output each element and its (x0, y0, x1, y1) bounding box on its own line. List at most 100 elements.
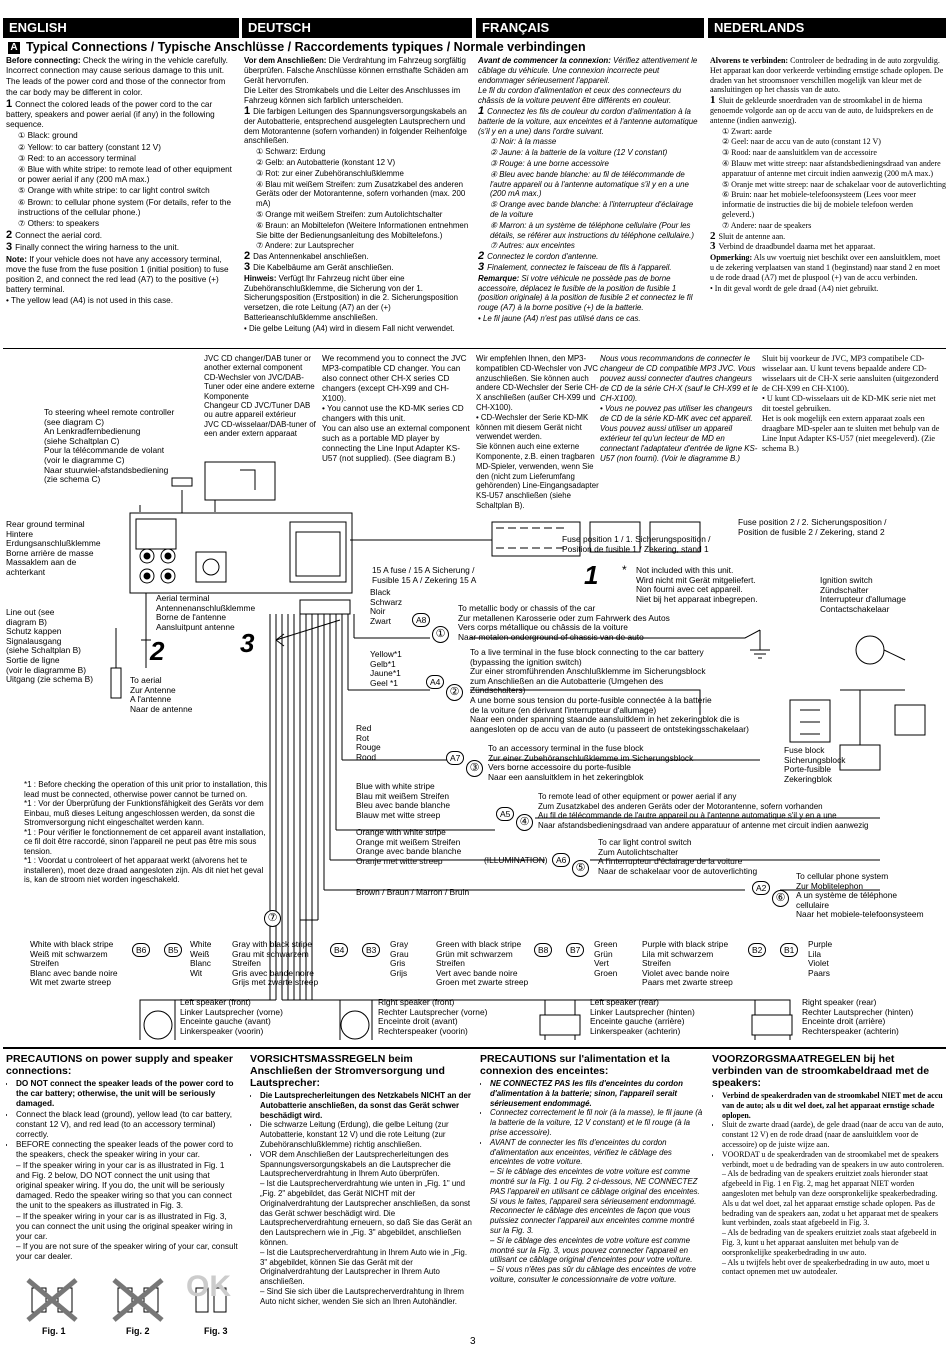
steering-label: To steering wheel remote controller (see… (44, 407, 175, 485)
precaution-item: Verbind de speakerdraden van de stroomka… (722, 1091, 946, 1120)
badge-a7: A7 (446, 748, 465, 766)
fig1-label: Fig. 1 (42, 1326, 66, 1336)
precaution-item: Die Lautsprecherleitungen des Netzkabels… (260, 1091, 474, 1120)
de-note-bold: Hinweis: (244, 273, 277, 283)
precaution-item: Connectez correctement le fil noir (à la… (490, 1108, 704, 1137)
en-intro2: The leads of the power cord and those of… (6, 77, 226, 97)
en-note-bold: Note: (6, 254, 27, 264)
fr-list-item: ⑤ Orange avec bande blanche: à l'interru… (490, 200, 694, 219)
nl-list-item: ③ Rood: naar de aansluitklem van de acce… (722, 148, 877, 158)
lang-header-francais: FRANÇAIS (476, 18, 704, 38)
en-step1: Connect the colored leads of the power c… (6, 99, 215, 130)
precaution-subitem: – Sind Sie sich über die Lautsprecherver… (260, 1286, 464, 1306)
fr-list-item: ④ Bleu avec bande blanche: au fil de tél… (490, 169, 689, 199)
precaution-subitem: – If you are not sure of the speaker wir… (16, 1242, 238, 1262)
step-3-marker: 3 (240, 628, 255, 658)
en-list-item: ② Yellow: to car battery (constant 12 V) (18, 142, 161, 152)
nl-step1: Sluit de gekleurde snoerdraden van de st… (710, 96, 934, 125)
changer-fr: Nous vous recommandons de connecter le c… (600, 354, 758, 463)
right-front-speaker-label: Right speaker (front) Rechter Lautsprech… (378, 997, 488, 1036)
circled-3: ③ (466, 758, 483, 777)
de-list-item: ③ Rot: zur einer Zubehöranschlußklemme (256, 168, 404, 178)
wiring-diagram (110, 461, 926, 1040)
nl-note: Als uw voertuig niet beschikt over een a… (710, 253, 941, 282)
fr-step3: Finalement, connectez le faisceau de fil… (487, 262, 672, 272)
precautions-fr-title: PRECAUTIONS sur l'alimentation et la con… (480, 1053, 670, 1077)
de-step1: Die farbigen Leitungen des Spannungsvers… (244, 106, 467, 146)
de-intro: Die Verdrahtung im Fahrzeug sorgfältig ü… (244, 56, 469, 85)
circled-7: ⑦ (264, 908, 281, 927)
fig2-label: Fig. 2 (126, 1326, 150, 1336)
en-note2: • The yellow lead (A4) is not used in th… (6, 296, 174, 306)
orange-wire-label: Orange with white stripe Orange mit weiß… (356, 827, 462, 866)
nl-step3: Verbind de draadbundel daarna met het ap… (718, 242, 876, 252)
black-wire-label: Black Schwarz Noir Zwart (370, 587, 403, 626)
blue-wire-destination: To remote lead of other equipment or pow… (538, 792, 869, 830)
section-letter: A (8, 41, 20, 54)
lf-stripe-wire: White with black stripe Weiß mit schwarz… (30, 939, 118, 988)
nl-list-item: ② Geel: naar de accu van de auto (consta… (722, 137, 881, 147)
precaution-subitem: – Als u twijfels hebt over de speakerbed… (722, 1257, 930, 1277)
precaution-item: Die schwarze Leitung (Erdung), die gelbe… (260, 1120, 474, 1149)
step-1-marker: 1 (584, 560, 599, 590)
section-title-text: Typical Connections / Typische Anschlüss… (26, 40, 586, 54)
red-wire-label: Red Rot Rouge Rood (356, 723, 381, 762)
precaution-item: BEFORE connecting the speaker leads of t… (16, 1140, 238, 1160)
rr-stripe-wire: Purple with black stripe Lila mit schwar… (642, 939, 733, 988)
red-wire-destination: To an accessory terminal in the fuse blo… (488, 743, 694, 782)
speaker-right-rear (751, 1014, 793, 1036)
changer-en: We recommend you to connect the JVC MP3-… (322, 354, 470, 463)
col-francais: Avant de commencer la connexion: Vérifie… (478, 56, 704, 346)
fr-note2: • Le fil jaune (A4) n'est pas utilisé da… (478, 313, 641, 323)
nl-note-bold: Opmerking: (710, 253, 753, 263)
brown-wire-label: Brown / Braun / Marron / Bruin (356, 887, 470, 897)
fr-intro2: Le fil du cordon d'alimentation et ceux … (478, 86, 682, 106)
precautions-english: PRECAUTIONS on power supply and speaker … (6, 1053, 238, 1315)
fr-list-item: ① Noir: à la masse (490, 137, 557, 147)
badge-b6: B6 (132, 940, 151, 958)
en-list: ① Black: ground ② Yellow: to car battery… (6, 131, 238, 229)
de-list-item: ⑤ Orange mit weißem Streifen: zum Autoli… (256, 209, 443, 219)
en-list-item: ⑤ Orange with white stripe: to car light… (18, 186, 210, 196)
de-intro2: Die Leiter des Stromkabels und die Leite… (244, 86, 461, 106)
badge-b7: B7 (566, 940, 585, 958)
col-nederlands: Alvorens te verbinden: Controleer de bed… (710, 56, 946, 293)
en-list-item: ① Black: ground (18, 131, 78, 141)
badge-b1: B1 (780, 940, 799, 958)
precaution-item: Connect the black lead (ground), yellow … (16, 1110, 238, 1141)
fig3-ok-mark: OK (186, 1270, 231, 1303)
lang-header-nederlands: NEDERLANDS (708, 18, 946, 38)
to-aerial-label: To aerial Zur Antenne A l'antenne Naar d… (130, 675, 193, 714)
left-front-speaker-label: Left speaker (front) Linker Lautsprecher… (180, 997, 283, 1036)
circled-6: ⑥ (772, 888, 789, 907)
speaker-wiring-figures (26, 1278, 227, 1322)
yellow-wire-label: Yellow*1 Gelb*1 Jaune*1 Geel *1 (370, 649, 402, 688)
de-list: ① Schwarz: Erdung ② Gelb: an Autobatteri… (244, 147, 474, 251)
precaution-item: VOR dem Anschließen der Lautsprecherleit… (260, 1150, 474, 1179)
precaution-subitem: – Si vous n'êtes pas sûr du câblage des … (490, 1265, 696, 1284)
changer-box-text: JVC CD changer/DAB tuner or another exte… (204, 354, 316, 439)
de-intro-bold: Vor dem Anschließen: (244, 56, 327, 65)
en-list-item: ⑥ Brown: to cellular phone system (For d… (18, 197, 232, 217)
fuse-position-2-label: Fuse position 2 / 2. Sicherungsposition … (738, 517, 887, 537)
precaution-item: VOORDAT u de speakerdraden van de stroom… (722, 1150, 946, 1170)
lf-plain-wire: White Weiß Blanc Wit (190, 939, 212, 978)
not-included-star: * (622, 563, 627, 577)
brown-wire-destination: To cellular phone system Zur Mobliteleph… (796, 871, 924, 920)
en-intro: Check the wiring in the vehicle carefull… (6, 56, 228, 76)
precaution-subitem: – Als de bedrading van de speakers eruit… (722, 1169, 939, 1228)
nl-note2: • In dit geval wordt de gele draad (A4) … (710, 283, 879, 293)
badge-a6: A6 (552, 850, 571, 868)
nl-list: ① Zwart: aarde ② Geel: naar de accu van … (710, 127, 946, 231)
line-out-label: Line out (see diagram B) Schutz kappen S… (6, 607, 94, 685)
de-note2: • Die gelbe Leitung (A4) wird in diesem … (244, 323, 455, 333)
nl-intro: Controleer de bedrading in de auto zorgv… (710, 56, 944, 95)
lr-stripe-wire: Green with black stripe Grün mit schwarz… (436, 939, 529, 988)
right-rear-speaker-label: Right speaker (rear) Rechter Lautspreche… (802, 997, 914, 1036)
precaution-item: Sluit de zwarte draad (aarde), de gele d… (722, 1120, 946, 1149)
illumination-label: (ILLUMINATION) (484, 855, 548, 865)
fr-note-bold: Remarque: (478, 273, 520, 283)
fr-list-item: ③ Rouge: à une borne accessoire (490, 158, 609, 168)
badge-a5: A5 (496, 804, 515, 822)
lang-header-deutsch: DEUTSCH (242, 18, 472, 38)
